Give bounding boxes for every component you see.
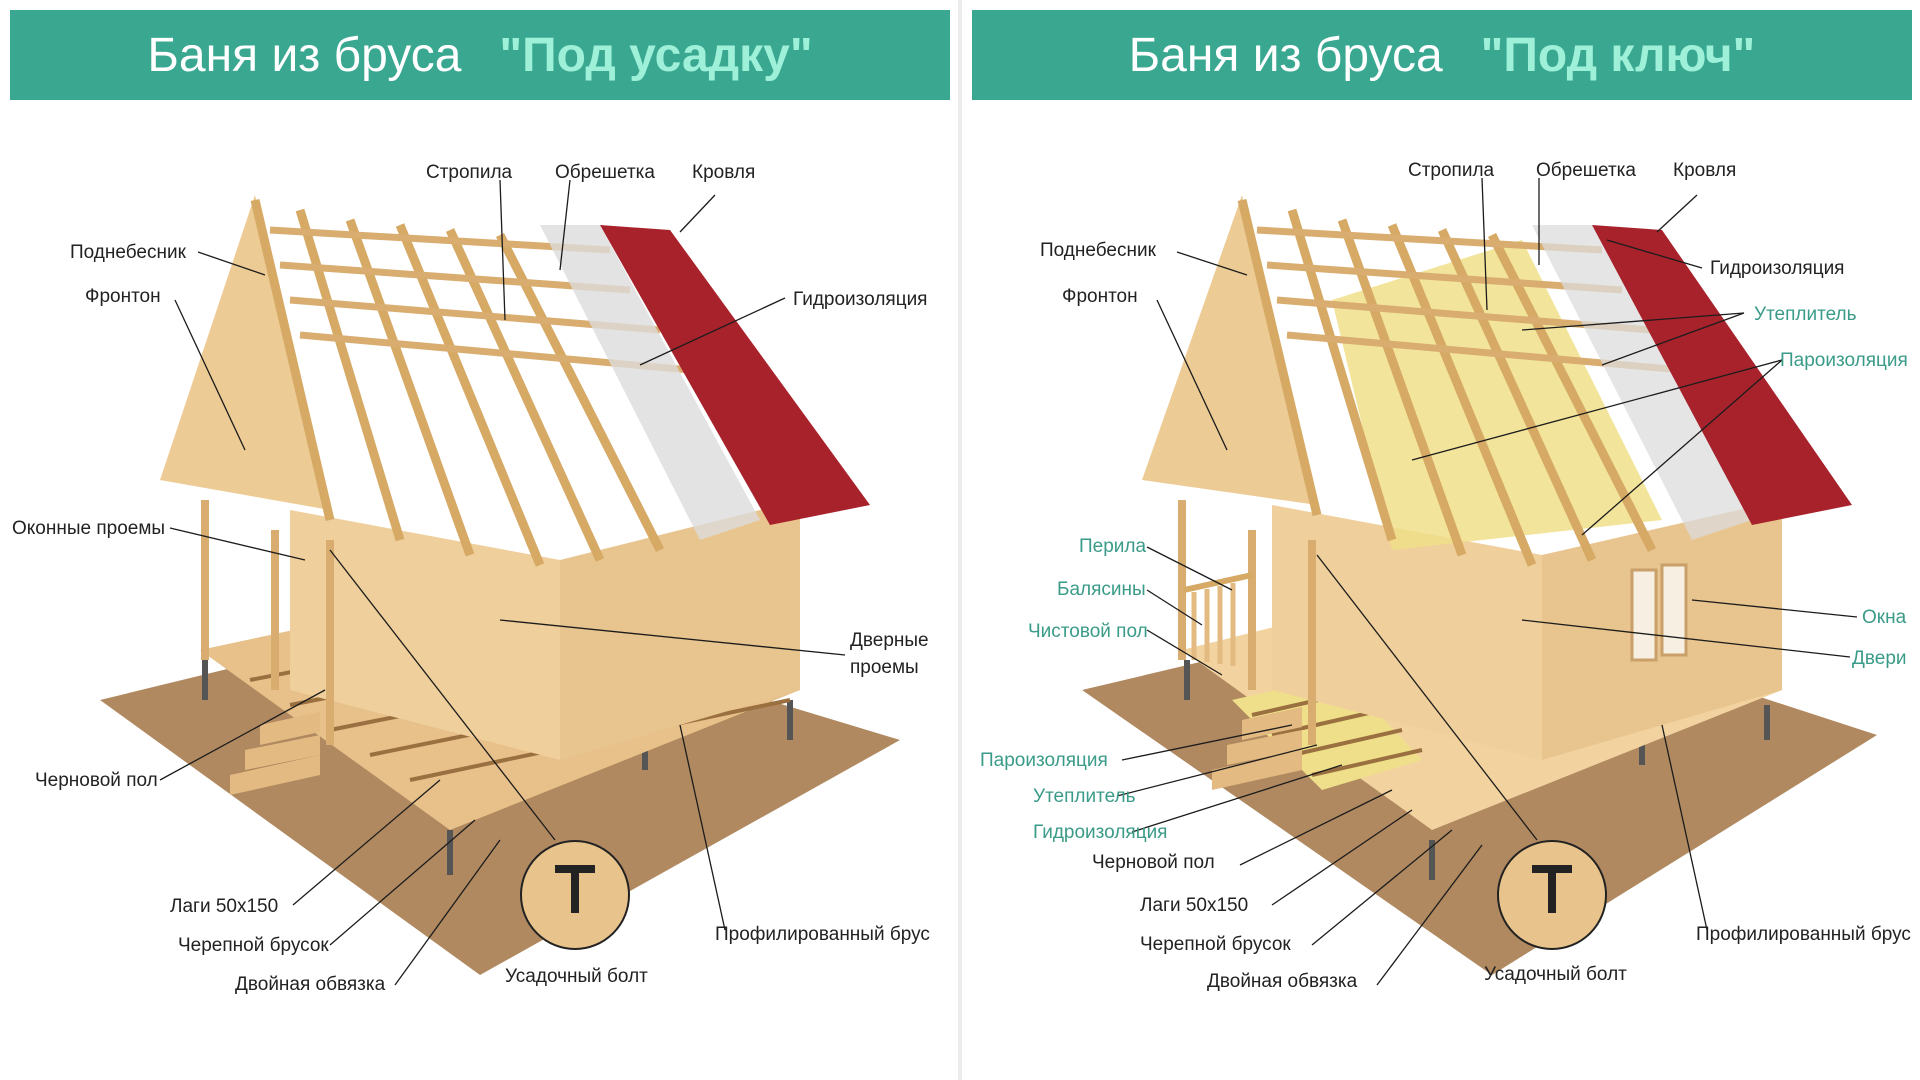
label-chernovoy-pol: Черновой пол	[35, 770, 158, 791]
label-chistovoy-pol: Чистовой пол	[1028, 621, 1148, 642]
label-lagi: Лаги 50x150	[170, 896, 278, 917]
label-dvernye-proemy-1: Дверные	[850, 630, 929, 651]
rafters	[250, 198, 665, 567]
label-podnebesnik: Поднебесник	[1040, 240, 1157, 261]
panel-turnkey: Баня из бруса "Под ключ"	[962, 0, 1920, 1080]
window	[1660, 563, 1688, 657]
leader-lines	[1116, 177, 1858, 986]
window	[1630, 568, 1658, 662]
label-gidroizolyaciya: Гидроизоляция	[793, 289, 927, 310]
label-perila: Перила	[1079, 536, 1146, 557]
label-usadochny-bolt: Усадочный болт	[1484, 964, 1627, 985]
label-uteplitel-floor: Утеплитель	[1033, 786, 1136, 807]
house-diagram-shrinkage: Стропила Обрешетка Кровля Поднебесник Фр…	[12, 162, 930, 995]
title-banner-shrinkage: Баня из бруса "Под усадку"	[10, 10, 950, 100]
banner-subtitle: "Под усадку"	[499, 28, 813, 82]
waterproof-membrane	[540, 225, 760, 540]
label-fronton: Фронтон	[85, 286, 161, 307]
banner-subtitle: "Под ключ"	[1480, 28, 1756, 82]
title-banner-turnkey: Баня из бруса "Под ключ"	[972, 10, 1912, 100]
label-okna: Окна	[1862, 607, 1907, 628]
label-cherepnoy-brusok: Черепной брусок	[1140, 934, 1291, 955]
roofing-sheet	[600, 225, 870, 525]
label-paroizolyaciya-floor: Пароизоляция	[980, 750, 1108, 771]
label-uteplitel-roof: Утеплитель	[1754, 304, 1857, 325]
label-krovlya: Кровля	[692, 162, 755, 183]
label-obreshetka: Обрешетка	[1536, 160, 1636, 181]
label-paroizolyaciya-roof: Пароизоляция	[1780, 350, 1908, 371]
porch-posts	[201, 500, 334, 745]
label-fronton: Фронтон	[1062, 286, 1138, 307]
label-dvoynaya-obvyazka: Двойная обвязка	[235, 974, 386, 995]
label-dvernye-proemy-2: проемы	[850, 657, 919, 678]
panel-shrinkage: Баня из бруса "Под усадку"	[0, 0, 958, 1080]
side-wall	[560, 500, 800, 760]
leader-lines	[159, 179, 846, 986]
front-wall	[290, 510, 560, 760]
label-cherepnoy-brusok: Черепной брусок	[178, 935, 329, 956]
gable-fronton	[1142, 195, 1317, 505]
label-podnebesnik: Поднебесник	[70, 242, 187, 263]
balusters	[1191, 583, 1236, 666]
label-lagi: Лаги 50x150	[1140, 895, 1248, 916]
porch-stairs	[230, 712, 320, 795]
gable-fronton	[160, 195, 330, 510]
label-balyasiny: Балясины	[1057, 579, 1146, 600]
label-profilirovanny-brus: Профилированный брус	[1696, 924, 1911, 945]
label-okonnye-proemy: Оконные проемы	[12, 518, 165, 539]
label-dvoynaya-obvyazka: Двойная обвязка	[1207, 971, 1358, 992]
banner-title: Баня из бруса	[1128, 28, 1443, 82]
label-stropila: Стропила	[1408, 160, 1495, 181]
label-profilirovanny-brus: Профилированный брус	[715, 924, 930, 945]
shrink-bolt-icon	[555, 865, 595, 913]
waterproof-membrane	[1532, 225, 1752, 540]
label-dveri: Двери	[1852, 648, 1907, 669]
roof-insulation	[1332, 240, 1662, 550]
label-gidroizolyaciya-floor: Гидроизоляция	[1033, 822, 1167, 843]
house-diagram-turnkey: Стропила Обрешетка Кровля Поднебесник Фр…	[980, 160, 1911, 992]
shrink-bolt-icon	[1532, 865, 1572, 913]
label-chernovoy-pol: Черновой пол	[1092, 852, 1215, 873]
label-obreshetka: Обрешетка	[555, 162, 655, 183]
banner-title: Баня из бруса	[147, 28, 462, 82]
label-krovlya: Кровля	[1673, 160, 1736, 181]
roofing-sheet	[1592, 225, 1852, 525]
label-stropila: Стропила	[426, 162, 513, 183]
porch-posts	[1178, 500, 1316, 745]
panel-divider	[958, 0, 962, 1080]
label-usadochny-bolt: Усадочный болт	[505, 966, 648, 987]
front-wall	[1272, 505, 1542, 760]
label-gidroizolyaciya-roof: Гидроизоляция	[1710, 258, 1844, 279]
